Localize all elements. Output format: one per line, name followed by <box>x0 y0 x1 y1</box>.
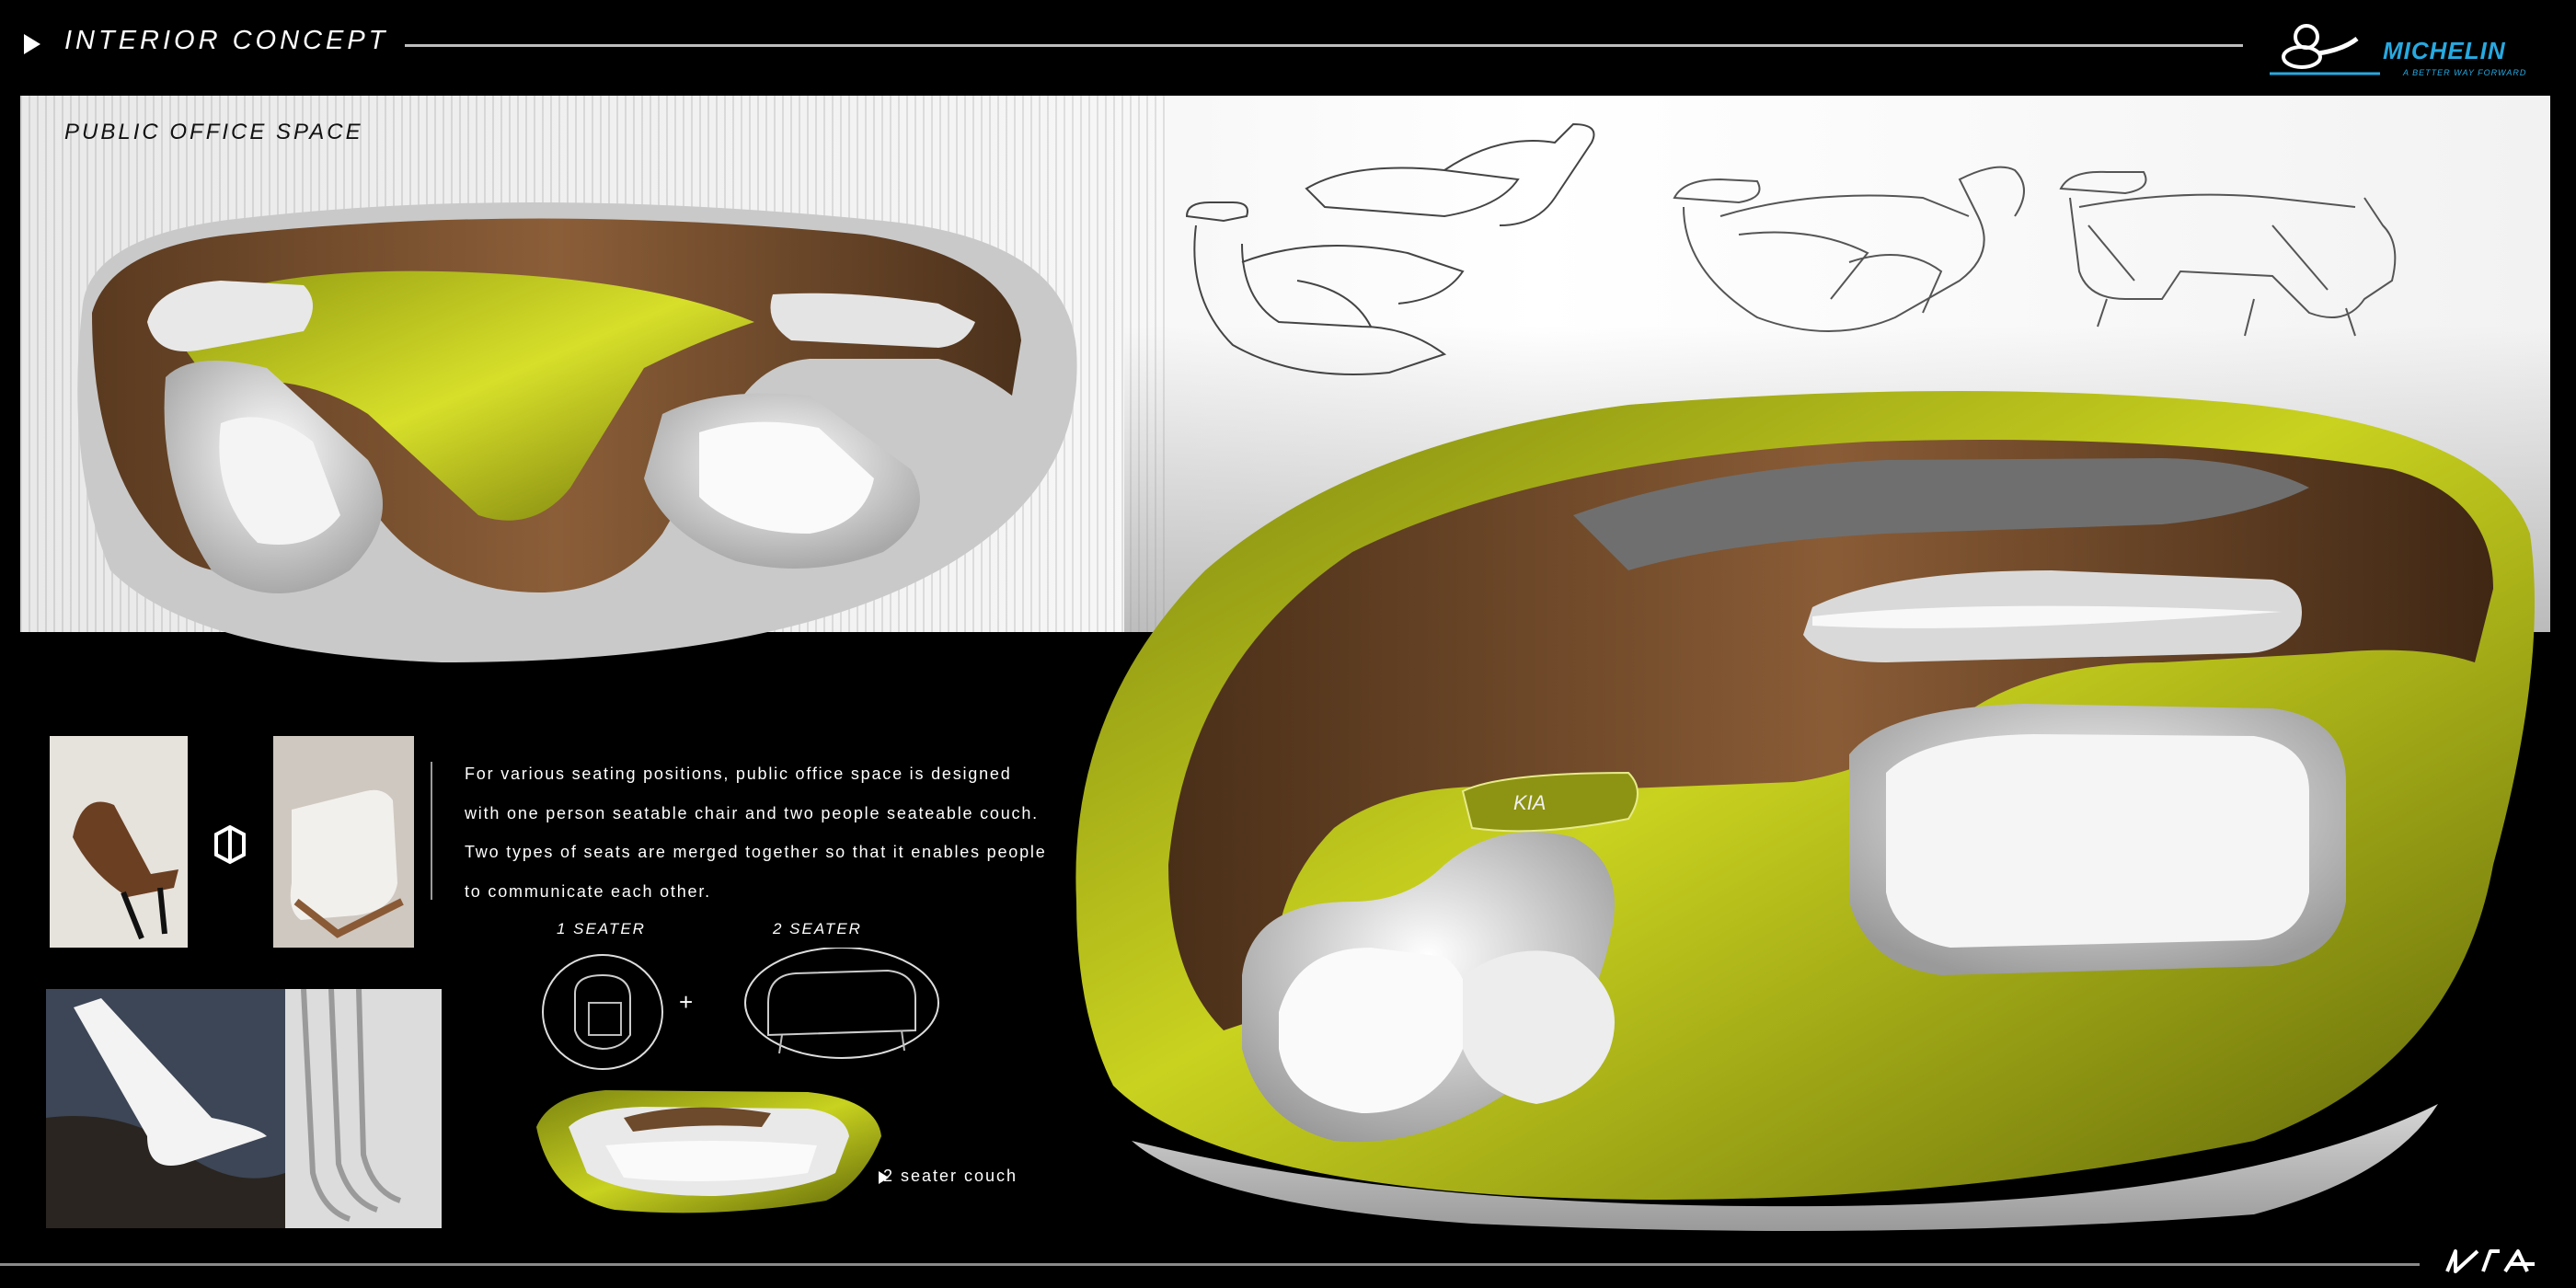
seat-diagram <box>542 948 939 1070</box>
interior-render-top <box>77 202 1077 662</box>
caption-arrow-icon <box>879 1171 889 1184</box>
description-text: For various seating positions, public of… <box>465 765 1047 901</box>
footer-divider <box>0 1263 2420 1266</box>
couch-caption: 2 seater couch <box>883 1167 1018 1185</box>
michelin-tagline: A BETTER WAY FORWARD <box>2403 68 2527 77</box>
section-title: PUBLIC OFFICE SPACE <box>64 120 363 144</box>
plus-sign: + <box>679 988 696 1016</box>
bibendum-icon <box>2270 24 2380 75</box>
michelin-wordmark: MICHELIN <box>2383 37 2506 64</box>
kia-logo <box>2445 1249 2535 1273</box>
reference-photo-couch <box>273 736 414 948</box>
sketch-1 <box>1185 122 1595 375</box>
michelin-logo: MICHELIN A BETTER WAY FORWARD <box>2265 17 2550 81</box>
seat-label-2-seater: 2 SEATER <box>773 920 862 937</box>
description-divider <box>431 762 432 900</box>
play-arrow-icon <box>24 34 40 54</box>
reference-photo-architecture <box>46 989 442 1228</box>
couch-render <box>536 1090 881 1213</box>
seat-label-1-seater: 1 SEATER <box>557 920 646 937</box>
sketch-2 <box>1673 166 2025 332</box>
concept-sketches <box>1185 122 2397 375</box>
merge-icon <box>214 824 246 865</box>
reference-photo-chair <box>50 736 188 948</box>
page-title: INTERIOR CONCEPT <box>64 26 389 55</box>
header-divider <box>405 44 2243 47</box>
kia-badge-text: KIA <box>1513 791 1546 814</box>
interior-render-main: KIA <box>1075 391 2535 1231</box>
sketch-3 <box>2059 170 2397 337</box>
